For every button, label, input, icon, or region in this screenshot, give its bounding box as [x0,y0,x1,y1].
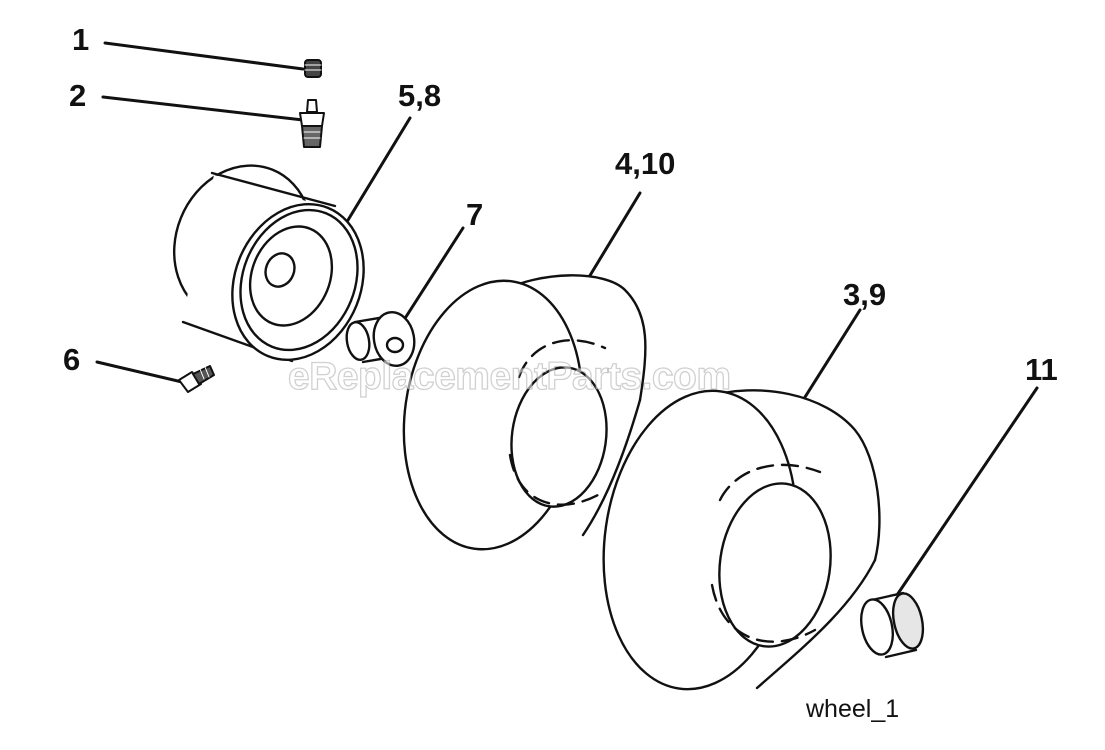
callout-7: 7 [466,197,484,232]
leader-line-410 [581,191,642,289]
hub-cap-part [860,591,925,659]
valve-cap-part [304,59,322,78]
leader-line-6 [95,360,184,384]
leader-line-39 [798,308,862,407]
callout-1: 1 [72,22,90,57]
callout-5-8: 5,8 [398,78,442,113]
leader-line-7 [400,226,465,325]
lug-bolt-part [178,365,215,393]
leader-line-11 [893,386,1039,600]
callout-4-10: 4,10 [615,146,676,181]
leader-line-58 [343,116,412,227]
callout-2: 2 [69,78,87,113]
rear-tire-part [602,389,881,693]
watermark: eReplacementParts.com [287,355,731,398]
callout-6: 6 [63,342,81,377]
bushing-part [345,310,416,368]
valve-stem-part [299,99,325,148]
leader-line-1 [103,41,305,71]
leader-line-2 [101,95,305,122]
callout-11: 11 [1025,352,1058,387]
front-tire-part [402,274,647,552]
callout-3-9: 3,9 [843,277,887,312]
leader-lines [95,41,1039,600]
wheel-rim-part [172,164,365,363]
diagram-caption: wheel_1 [806,695,900,723]
